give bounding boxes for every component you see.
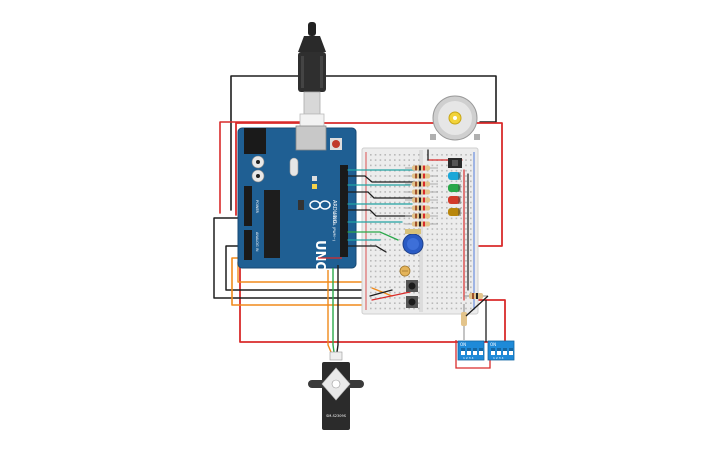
dip-switch-1-numbers: 1 2 3 4 xyxy=(463,356,474,360)
crystal xyxy=(289,157,299,177)
potentiometer xyxy=(402,229,424,255)
wire-red-loop xyxy=(235,122,503,247)
resistor xyxy=(405,173,438,179)
wire-black-left xyxy=(213,217,381,299)
wire-black-left-2 xyxy=(225,245,373,291)
dip-switch-2: ON 1 2 3 4 xyxy=(485,300,515,361)
h-bridge-ic xyxy=(448,158,462,168)
wire-black-3 xyxy=(347,209,416,217)
dc-motor xyxy=(430,95,480,141)
dip-resistor xyxy=(461,304,467,340)
arduino-uno-board: UNO ARDUINO DIGITAL (PWM~) POWER ANALOG … xyxy=(237,125,357,273)
wire-black-1 xyxy=(347,175,416,183)
wire-red-loop-2 xyxy=(219,121,301,214)
dip-switch-2-numbers: 1 2 3 4 xyxy=(493,356,504,360)
resistor xyxy=(405,221,438,227)
power-jack xyxy=(244,128,266,154)
wire-green-1 xyxy=(347,231,399,241)
servo-model-label: SM-S2309S xyxy=(326,414,347,418)
servo-motor: SM-S2309S xyxy=(308,351,364,430)
arduino-logo-label: ARDUINO xyxy=(331,200,337,224)
wires-front xyxy=(347,149,469,301)
wire-orange-bb xyxy=(371,287,393,297)
resistor xyxy=(405,189,438,195)
push-buttons xyxy=(406,280,418,308)
analog-header xyxy=(244,230,252,260)
analog-section-label: ANALOG IN xyxy=(255,232,259,252)
digital-header xyxy=(340,165,348,257)
wire-black-4 xyxy=(347,245,387,253)
wire-black-top-loop xyxy=(230,75,497,211)
photoresistor xyxy=(399,265,411,277)
atmega-chip xyxy=(264,190,280,258)
digital-header-label: DIGITAL (PWM~) xyxy=(332,212,336,242)
usb-port xyxy=(295,125,327,151)
reset-button xyxy=(332,140,340,148)
resistor xyxy=(405,213,438,219)
power-header xyxy=(244,186,252,226)
led xyxy=(448,172,461,180)
led-group xyxy=(448,172,461,216)
bottom-resistor xyxy=(464,293,488,299)
usb-cable xyxy=(298,22,326,133)
dip-switch-2-on-label: ON xyxy=(490,342,496,347)
resistor xyxy=(405,197,438,203)
wire-black-bb xyxy=(369,289,393,297)
resistor-group xyxy=(405,165,438,227)
led xyxy=(448,184,461,192)
resistor xyxy=(405,205,438,211)
wire-black-2 xyxy=(347,191,416,199)
servo-wires xyxy=(318,257,342,353)
led xyxy=(448,196,461,204)
uno-brand-label: UNO xyxy=(312,240,327,273)
dip-switch-1-on-label: ON xyxy=(460,342,466,347)
power-section-label: POWER xyxy=(255,200,259,214)
resistor xyxy=(405,165,438,171)
wires-back xyxy=(213,75,506,343)
arduino-logo-icon xyxy=(309,200,331,210)
wire-red-bb xyxy=(371,291,411,301)
resistor xyxy=(405,181,438,187)
led xyxy=(448,208,461,216)
